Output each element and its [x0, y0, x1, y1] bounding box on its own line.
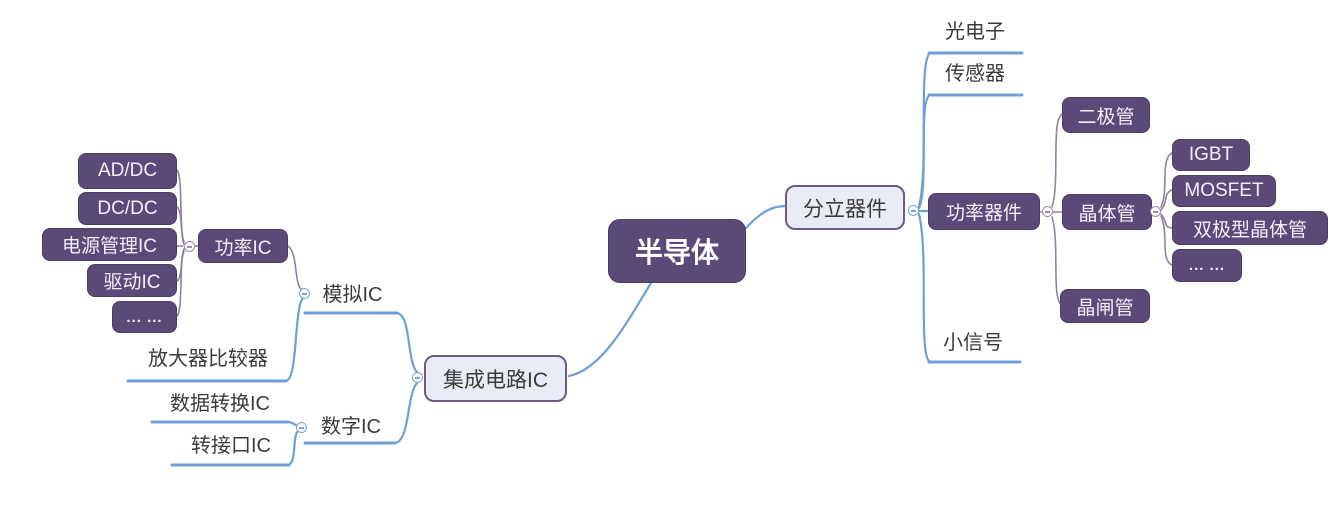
node-interface-ic[interactable]: 转接口IC	[191, 435, 271, 457]
node-optoelectronics[interactable]: 光电子	[945, 21, 1005, 43]
node-power-management-ic[interactable]: 电源管理IC	[42, 228, 177, 261]
node-bipolar-transistor[interactable]: 双极型晶体管	[1172, 211, 1328, 245]
node-driver-ic[interactable]: 驱动IC	[87, 264, 177, 297]
purple-branch-curves	[176, 113, 1173, 317]
node-transistor-more[interactable]: ... ...	[1172, 249, 1242, 282]
node-thyristor[interactable]: 晶闸管	[1060, 289, 1150, 323]
collapse-toggle-discrete-devices minus-circle-icon[interactable]	[908, 205, 919, 216]
node-amplifier-comparator[interactable]: 放大器比较器	[148, 348, 268, 370]
blue-branch-underlines	[126, 51, 1024, 467]
node-mosfet[interactable]: MOSFET	[1172, 175, 1276, 207]
node-diode[interactable]: 二极管	[1062, 97, 1150, 133]
collapse-toggle-power-ic minus-circle-icon[interactable]	[184, 241, 195, 252]
collapse-toggle-transistor minus-circle-icon[interactable]	[1150, 206, 1161, 217]
node-discrete-devices[interactable]: 分立器件	[785, 185, 905, 230]
node-igbt[interactable]: IGBT	[1172, 139, 1250, 171]
node-integrated-circuit[interactable]: 集成电路IC	[424, 355, 567, 402]
collapse-toggle-integrated-circuit minus-circle-icon[interactable]	[412, 372, 423, 383]
node-small-signal[interactable]: 小信号	[943, 332, 1003, 354]
collapse-toggle-digital-ic minus-circle-icon[interactable]	[296, 422, 307, 433]
node-semiconductor[interactable]: 半导体	[608, 219, 746, 283]
node-power-ic[interactable]: 功率IC	[198, 229, 288, 263]
node-dc-dc[interactable]: DC/DC	[78, 192, 177, 225]
collapse-toggle-power-devices minus-circle-icon[interactable]	[1042, 206, 1053, 217]
node-analog-ic[interactable]: 模拟IC	[322, 284, 383, 306]
node-digital-ic[interactable]: 数字IC	[321, 416, 381, 438]
node-power-ic-more[interactable]: ... ...	[112, 301, 177, 333]
collapse-toggle-analog-ic minus-circle-icon[interactable]	[299, 288, 310, 299]
node-sensor[interactable]: 传感器	[945, 63, 1005, 85]
node-data-conversion-ic[interactable]: 数据转换IC	[170, 393, 270, 415]
node-transistor[interactable]: 晶体管	[1062, 194, 1152, 230]
node-power-devices[interactable]: 功率器件	[928, 193, 1040, 230]
node-ad-dc[interactable]: AD/DC	[78, 153, 177, 189]
